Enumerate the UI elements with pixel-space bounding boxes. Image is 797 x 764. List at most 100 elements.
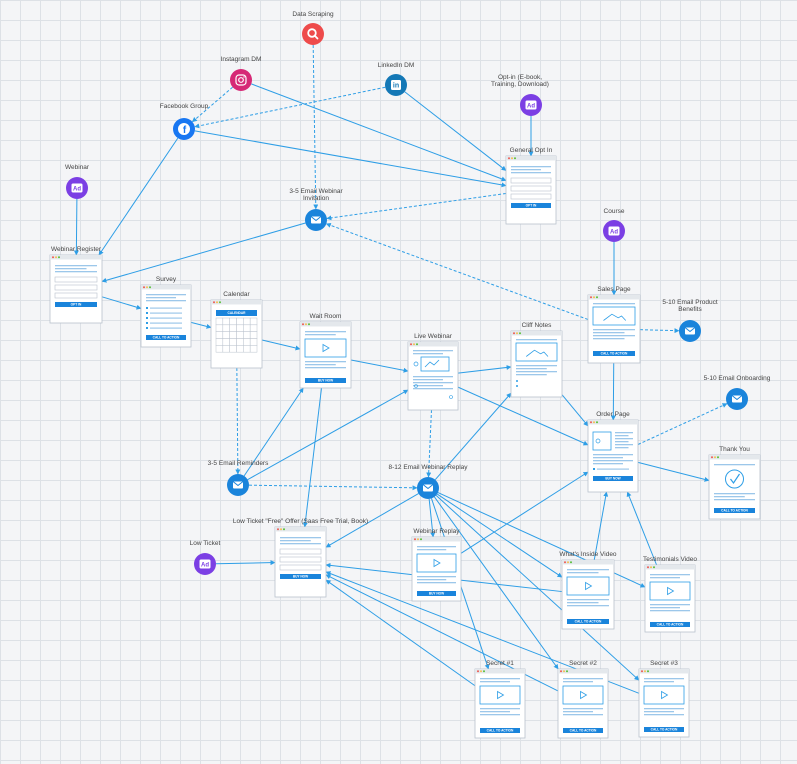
general-optin-titlebar — [506, 156, 556, 161]
edge-email-replay-to-cliff-notes[interactable] — [434, 392, 512, 481]
webinar-register-titlebar — [50, 255, 102, 260]
edge-facebook-group-to-general-optin[interactable] — [194, 130, 507, 188]
edge-linkedin-dm-to-general-optin[interactable] — [404, 91, 507, 171]
edge-wait-room-to-live-webinar[interactable] — [350, 359, 409, 373]
node-email-onboarding[interactable]: 5-10 Email Onboarding — [704, 375, 771, 410]
edge-testimonials-to-order-page[interactable] — [626, 491, 658, 566]
edge-email-replay-to-webinar-replay[interactable] — [428, 498, 436, 538]
webinar-replay-label: Webinar Replay — [413, 528, 460, 535]
page-live-webinar[interactable]: Live Webinar — [407, 333, 459, 411]
edge-email-replay-to-secret-2[interactable] — [434, 496, 559, 670]
testimonials-label: Testimonials Video — [643, 556, 697, 563]
edge-data-scraping-to-email-invitation[interactable] — [312, 44, 319, 210]
edge-webinar-replay-to-order-page[interactable] — [460, 471, 589, 554]
email-icon — [684, 327, 696, 335]
node-email-replay[interactable]: 8-12 Email Webinar Replay — [389, 464, 469, 499]
edge-calendar-to-wait-room[interactable] — [261, 339, 301, 351]
webinar-register-label: Webinar Register — [51, 246, 102, 253]
low-ticket-ad-label: Low Ticket — [190, 540, 221, 547]
testimonials-titlebar — [645, 565, 695, 570]
thank-you-titlebar — [709, 455, 760, 460]
wait-room-label: Wait Room — [310, 313, 342, 320]
edge-order-page-to-email-onboarding[interactable] — [637, 403, 728, 445]
webinar-register-button[interactable] — [55, 302, 97, 307]
edge-survey-to-calendar[interactable] — [190, 321, 212, 329]
testimonials-button[interactable] — [650, 622, 690, 627]
edge-general-optin-to-email-invitation[interactable] — [326, 192, 507, 221]
edge-linkedin-dm-to-facebook-group[interactable] — [194, 86, 386, 129]
edge-order-page-to-thank-you[interactable] — [637, 461, 710, 482]
edge-webinar-register-to-survey[interactable] — [101, 296, 142, 310]
edge-live-webinar-to-cliff-notes[interactable] — [457, 364, 512, 374]
page-cliff-notes[interactable]: Cliff Notes — [510, 322, 563, 398]
edge-cliff-notes-to-order-page[interactable] — [561, 394, 589, 427]
edge-email-invitation-to-webinar-register[interactable] — [101, 222, 306, 283]
edge-email-reminders-to-live-webinar[interactable] — [247, 389, 409, 481]
edge-low-ticket-ad-to-low-ticket-offer[interactable] — [215, 560, 276, 566]
edge-email-replay-to-secret-3[interactable] — [435, 495, 640, 681]
thank-you-button-label: CALL TO ACTION — [721, 509, 748, 513]
svg-text:Ad: Ad — [527, 103, 535, 109]
order-page-button[interactable] — [593, 476, 633, 481]
email-onboarding-label: 5-10 Email Onboarding — [704, 375, 771, 382]
general-optin-button[interactable] — [511, 203, 551, 208]
node-data-scraping[interactable]: Data Scraping — [292, 11, 334, 45]
webinar-replay-button[interactable] — [417, 591, 456, 596]
edge-secret-1-to-low-ticket-offer[interactable] — [325, 579, 476, 687]
edge-calendar-to-email-reminders[interactable] — [235, 367, 241, 475]
node-email-reminders[interactable]: 3-5 Email Reminders — [208, 460, 269, 496]
edge-live-webinar-to-order-page[interactable] — [457, 386, 589, 446]
edge-instagram-dm-to-general-optin[interactable] — [251, 83, 507, 182]
edge-wait-room-to-low-ticket-offer[interactable] — [302, 387, 323, 528]
secret-3-button[interactable] — [644, 727, 684, 732]
low-ticket-offer-button[interactable] — [280, 574, 321, 579]
edge-instagram-dm-to-facebook-group[interactable] — [191, 86, 233, 123]
edge-email-reminders-to-wait-room[interactable] — [243, 387, 304, 477]
edge-webinar-ad-to-webinar-register[interactable] — [73, 198, 79, 256]
email-reminders-label: 3-5 Email Reminders — [208, 460, 269, 467]
edges — [73, 44, 728, 694]
edge-email-replay-to-whats-inside[interactable] — [436, 493, 563, 578]
data-scraping-label: Data Scraping — [292, 11, 334, 18]
secret-3-button-label: CALL TO ACTION — [651, 728, 678, 732]
edge-facebook-group-to-webinar-register[interactable] — [98, 137, 179, 256]
edge-email-reminders-to-email-replay[interactable] — [248, 484, 418, 491]
thank-you-button[interactable] — [714, 508, 755, 513]
wait-room-button[interactable] — [305, 378, 346, 383]
survey-button[interactable] — [146, 335, 186, 340]
edge-sales-page-to-email-benefits[interactable] — [639, 328, 680, 334]
sales-page-button[interactable] — [593, 351, 635, 356]
edge-live-webinar-to-email-replay[interactable] — [426, 409, 432, 478]
edge-whats-inside-to-order-page[interactable] — [593, 491, 609, 561]
page-low-ticket-offer[interactable]: Low Ticket "Free" Offer (Saas Free Trial… — [233, 518, 368, 598]
whats-inside-button[interactable] — [567, 619, 609, 624]
secret-1-button[interactable] — [480, 728, 520, 733]
node-instagram-dm[interactable]: Instagram DM — [221, 56, 262, 91]
secret-2-button[interactable] — [563, 728, 603, 733]
edge-email-replay-to-low-ticket-offer[interactable] — [325, 493, 419, 548]
edge-sales-page-to-email-invitation[interactable] — [325, 222, 589, 320]
